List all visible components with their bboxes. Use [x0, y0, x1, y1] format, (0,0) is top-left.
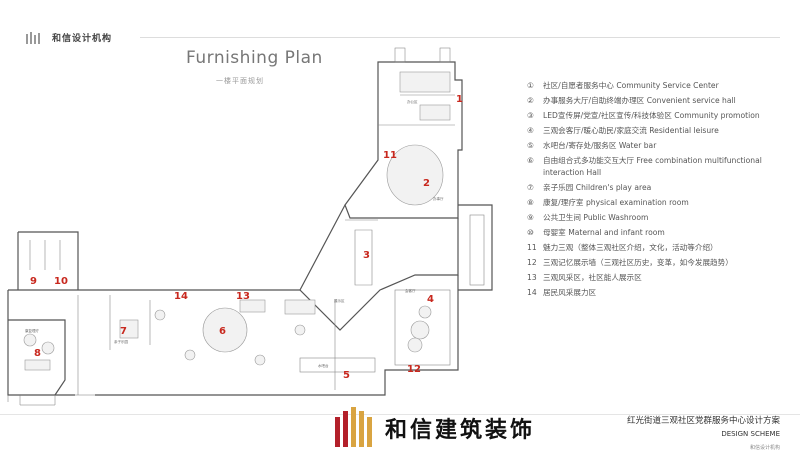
legend-text: 办事服务大厅/自助终端办理区 Convenient service hall — [543, 96, 736, 105]
footer-logo-icon — [335, 407, 372, 447]
brand-logo-icon — [26, 32, 40, 44]
plan-label-14: 14 — [174, 291, 188, 302]
legend-item: ⑤ 水吧台/寄存处/服务区 Water bar — [527, 140, 787, 152]
plan-label-9: 9 — [30, 276, 37, 287]
footer-small: 和信设计机构 — [749, 445, 780, 451]
legend-item: ⑨ 公共卫生间 Public Washroom — [527, 212, 787, 224]
legend-text: 公共卫生间 Public Washroom — [543, 213, 649, 222]
legend-text: 三观记忆展示墙（三观社区历史，变革，如今发展趋势） — [543, 258, 733, 267]
legend: ① 社区/自愿者服务中心 Community Service Center ② 办事服… — [527, 80, 787, 302]
legend-number: ⑦ — [527, 183, 534, 192]
legend-number: ⑨ — [527, 213, 534, 222]
legend-item: ③ LED宣传屏/党宣/社区宣传/科技体验区 Community promotio… — [527, 110, 793, 122]
header: 和信设计机构 — [0, 0, 800, 44]
legend-text: LED宣传屏/党宣/社区宣传/科技体验区 Community promotion — [543, 111, 760, 120]
legend-item: ② 办事服务大厅/自助终端办理区 Convenient service hall — [527, 95, 787, 107]
floor-plan: 1 2 3 4 5 6 7 8 9 10 11 12 13 14 办公区 办事厅… — [7, 47, 493, 406]
legend-item: 14 居民风采展力区 — [527, 287, 787, 299]
plan-label-3: 3 — [363, 250, 370, 261]
room-text-meeting: 会客厅 — [405, 288, 416, 293]
legend-number: ④ — [527, 126, 534, 135]
legend-item: ④ 三观会客厅/暖心助民/家庭交流 Residential leisure — [527, 125, 787, 137]
legend-item: ⑥ 自由组合式多功能交互大厅 Free combination multifunc… — [527, 155, 793, 179]
room-text-office: 办公区 — [407, 99, 418, 104]
plan-label-1: 1 — [456, 94, 463, 105]
footer-divider — [0, 414, 800, 415]
page-subtitle: 一楼平面规划 — [216, 77, 264, 85]
plan-label-4: 4 — [427, 294, 434, 305]
legend-number: ⑩ — [527, 228, 534, 237]
legend-number: ① — [527, 81, 534, 90]
plan-label-7: 7 — [120, 326, 127, 337]
footer-project: 红光街道三观社区党群服务中心设计方案 — [626, 416, 780, 426]
legend-text: 社区/自愿者服务中心 Community Service Center — [543, 81, 719, 90]
plan-label-5: 5 — [343, 370, 350, 381]
plan-label-8: 8 — [34, 348, 41, 359]
legend-text: 居民风采展力区 — [543, 288, 597, 297]
room-text-rehab: 康复理疗 — [25, 328, 39, 333]
plan-label-13: 13 — [236, 291, 250, 302]
legend-number: 12 — [527, 258, 537, 267]
room-text-flow: 展示区 — [334, 298, 345, 303]
legend-item: 11 魅力三观（整体三观社区介绍，文化，活动等介绍） — [527, 242, 787, 254]
legend-number: 14 — [527, 288, 537, 297]
legend-number: ② — [527, 96, 534, 105]
legend-item: ⑩ 母婴室 Maternal and infant room — [527, 227, 787, 239]
room-text-kids: 亲子乐园 — [114, 339, 128, 344]
header-brand: 和信设计机构 — [52, 34, 113, 44]
legend-text: 三观风采区，社区能人展示区 — [543, 273, 642, 282]
legend-number: 11 — [527, 243, 537, 252]
legend-text: 水吧台/寄存处/服务区 Water bar — [543, 141, 657, 150]
header-divider — [140, 37, 780, 38]
plan-label-11: 11 — [383, 150, 397, 161]
legend-number: 13 — [527, 273, 537, 282]
legend-item: ① 社区/自愿者服务中心 Community Service Center — [527, 80, 787, 92]
plan-label-12: 12 — [407, 364, 421, 375]
legend-number: ③ — [527, 111, 534, 120]
legend-text: 康复/理疗室 physical examination room — [543, 198, 689, 207]
room-text-hall: 办事厅 — [433, 196, 444, 201]
legend-number: ⑤ — [527, 141, 534, 150]
footer-brand: 和信建筑装饰 — [385, 417, 536, 443]
plan-label-6: 6 — [219, 326, 226, 337]
legend-item: 12 三观记忆展示墙（三观社区历史，变革，如今发展趋势） — [527, 257, 787, 269]
footer-design: DESIGN SCHEME — [721, 430, 780, 438]
legend-number: ⑧ — [527, 198, 534, 207]
legend-item: ⑧ 康复/理疗室 physical examination room — [527, 197, 787, 209]
legend-text: 魅力三观（整体三观社区介绍，文化，活动等介绍） — [543, 243, 718, 252]
legend-text: 自由组合式多功能交互大厅 Free combination multifunct… — [543, 156, 762, 177]
legend-item: ⑦ 亲子乐园 Children's play area — [527, 182, 787, 194]
legend-text: 母婴室 Maternal and infant room — [543, 228, 665, 237]
legend-text: 亲子乐园 Children's play area — [543, 183, 652, 192]
legend-text: 三观会客厅/暖心助民/家庭交流 Residential leisure — [543, 126, 719, 135]
plan-label-10: 10 — [54, 276, 68, 287]
legend-item: 13 三观风采区，社区能人展示区 — [527, 272, 787, 284]
plan-label-2: 2 — [423, 178, 430, 189]
legend-number: ⑥ — [527, 156, 534, 165]
page-title: Furnishing Plan — [186, 48, 323, 68]
room-text-water: 水吧台 — [318, 363, 329, 368]
